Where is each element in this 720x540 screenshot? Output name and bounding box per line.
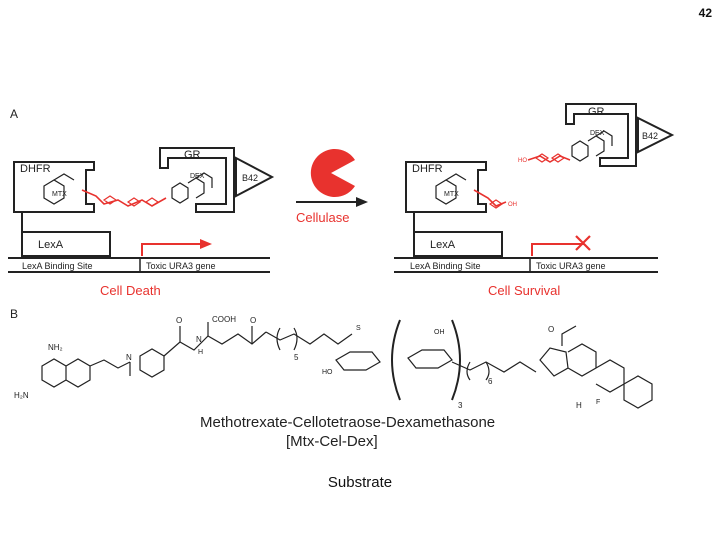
pteridine-rings xyxy=(41,358,91,388)
transcription-arrowhead-left xyxy=(200,239,212,249)
repeat-bracket-3 xyxy=(391,319,461,401)
sugar-ring-right xyxy=(488,199,504,209)
sugar-rings-left xyxy=(102,195,160,207)
gr-right-shape xyxy=(565,103,637,167)
b42-left-label: B42 xyxy=(242,173,258,183)
gr-left-label: GR xyxy=(184,149,201,161)
right-complex: DHFR MTX OH GR DEX B42 HO LexA LexA Bind… xyxy=(394,103,675,298)
dex-left-ring xyxy=(171,172,213,204)
gr-right-label: GR xyxy=(588,106,605,118)
sugar-released-chain xyxy=(527,155,571,163)
ho-released-label: HO xyxy=(518,158,527,164)
molecule-structure xyxy=(41,319,653,409)
outcome-right-label: Cell Survival xyxy=(488,283,560,298)
carbonyl-bonds xyxy=(179,322,253,344)
mtx-right-label: MTX xyxy=(444,191,459,198)
alkyl-chain xyxy=(265,331,353,345)
binding-site-right-label: LexA Binding Site xyxy=(410,261,481,271)
steroid-rings xyxy=(539,343,653,409)
panel-a-label: A xyxy=(10,107,18,121)
page-number: 42 xyxy=(698,6,712,20)
lexa-left-box xyxy=(21,231,111,257)
repeat-bracket-5 xyxy=(276,327,298,351)
cellulase-label: Cellulase xyxy=(296,210,349,225)
gene-right-label: Toxic URA3 gene xyxy=(536,261,606,271)
transcription-arrow-left xyxy=(141,243,200,256)
atom-o3: O xyxy=(548,325,554,334)
binding-site-left-label: LexA Binding Site xyxy=(22,261,93,271)
dhfr-right-label: DHFR xyxy=(412,163,443,175)
dhfr-left-shape xyxy=(13,161,95,213)
oh-right-label: OH xyxy=(508,202,517,208)
mtx-right-ring xyxy=(435,173,467,205)
dex-right-label: DEX xyxy=(590,130,605,137)
glucose-ring-2 xyxy=(407,349,453,369)
dhfr-right-shape xyxy=(405,161,487,213)
atom-n2: N xyxy=(196,335,202,344)
atom-n1: N xyxy=(126,353,132,362)
atom-s: S xyxy=(356,325,361,332)
benzene-ring xyxy=(139,348,165,378)
reaction-arrowhead xyxy=(356,197,368,207)
glucose-ring-1 xyxy=(335,351,381,371)
glutamate-chain xyxy=(163,331,267,357)
mtx-left-label: MTX xyxy=(52,191,67,198)
subscript-3: 3 xyxy=(458,401,463,410)
ether-chain xyxy=(451,361,537,373)
dex-left-label: DEX xyxy=(190,173,205,180)
atom-h1: H xyxy=(198,349,203,356)
repeat-bracket-6 xyxy=(466,361,490,381)
atom-h2n: H₂N xyxy=(14,391,29,400)
atom-oh: OH xyxy=(434,329,445,336)
subscript-6: 6 xyxy=(488,377,493,386)
figure-caption: Substrate xyxy=(327,474,393,491)
atom-labels: COOH O O O N N H H NH₂ H₂N 5 3 6 OH HO S… xyxy=(14,315,600,410)
blocked-x-icon xyxy=(575,235,591,251)
b42-right-label: B42 xyxy=(642,131,658,141)
b42-left-shape xyxy=(235,156,275,198)
molecule-name: Methotrexate-Cellotetraose-Dexamethasone xyxy=(200,414,495,431)
steroid-carbonyl xyxy=(561,325,577,346)
linker-ch2 xyxy=(89,359,131,369)
pacman-enzyme-icon xyxy=(310,149,355,198)
gr-left-shape xyxy=(159,147,235,213)
transcription-line-right xyxy=(531,243,584,256)
atom-f: F xyxy=(596,399,600,406)
lexa-right-label: LexA xyxy=(430,239,456,251)
lexa-right-box xyxy=(413,231,503,257)
atom-cooh: COOH xyxy=(212,315,236,324)
sugar-released-rings xyxy=(534,153,566,163)
b42-right-shape xyxy=(637,116,675,154)
left-complex: DHFR MTX GR DEX B42 LexA LexA Binding Si… xyxy=(8,147,275,298)
panel-b-label: B xyxy=(10,307,18,321)
atom-o1: O xyxy=(176,316,182,325)
mtx-left-ring xyxy=(43,173,75,205)
atom-h2: H xyxy=(576,401,582,410)
atom-nh2: NH₂ xyxy=(48,343,63,352)
atom-o2: O xyxy=(250,316,256,325)
outcome-left-label: Cell Death xyxy=(100,283,161,298)
dex-right-ring xyxy=(571,130,613,162)
atom-ho: HO xyxy=(322,369,333,376)
lexa-left-label: LexA xyxy=(38,239,64,251)
molecule-abbrev: [Mtx-Cel-Dex] xyxy=(286,433,378,450)
cellulase-enzyme: Cellulase xyxy=(296,149,368,225)
dhfr-left-label: DHFR xyxy=(20,163,51,175)
subscript-5: 5 xyxy=(294,353,299,362)
gene-left-label: Toxic URA3 gene xyxy=(146,261,216,271)
